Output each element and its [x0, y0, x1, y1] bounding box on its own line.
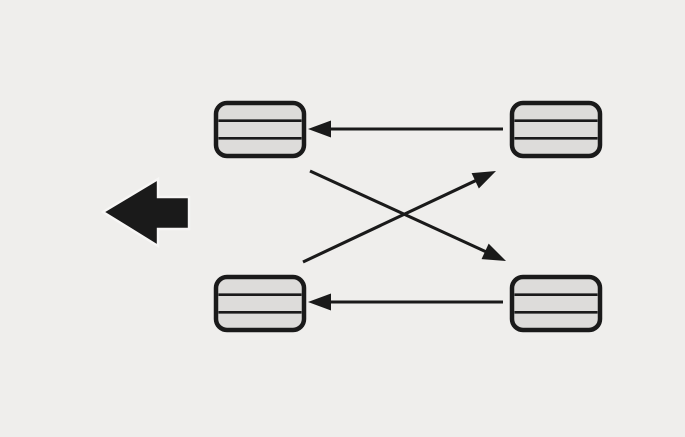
bulk-direction-arrow-left[interactable]: [100, 176, 191, 249]
arrow-top-left-to-bottom-right[interactable]: [309, 169, 506, 261]
card-body: [213, 100, 307, 159]
arrowhead-down-right-icon: [481, 243, 506, 261]
bulk-arrow-left-icon: [100, 176, 191, 249]
arrow-bottom-left-to-top-right[interactable]: [302, 171, 496, 264]
node-layer: [213, 100, 603, 333]
arrowhead-up-right-icon: [471, 171, 496, 189]
card-node-top-right[interactable]: [509, 100, 603, 159]
arrowhead-left-icon: [308, 293, 331, 311]
connector-layer: [302, 120, 506, 311]
arrow-shaft: [302, 178, 478, 264]
card-body: [509, 274, 603, 333]
card-node-bottom-right[interactable]: [509, 274, 603, 333]
card-body: [213, 274, 307, 333]
card-node-bottom-left[interactable]: [213, 274, 307, 333]
arrowhead-left-icon: [308, 120, 331, 138]
card-body: [509, 100, 603, 159]
arrow-shaft: [309, 169, 488, 254]
arrow-bottom-right-to-bottom-left[interactable]: [308, 293, 503, 311]
arrow-top-right-to-top-left[interactable]: [308, 120, 503, 138]
card-node-top-left[interactable]: [213, 100, 307, 159]
